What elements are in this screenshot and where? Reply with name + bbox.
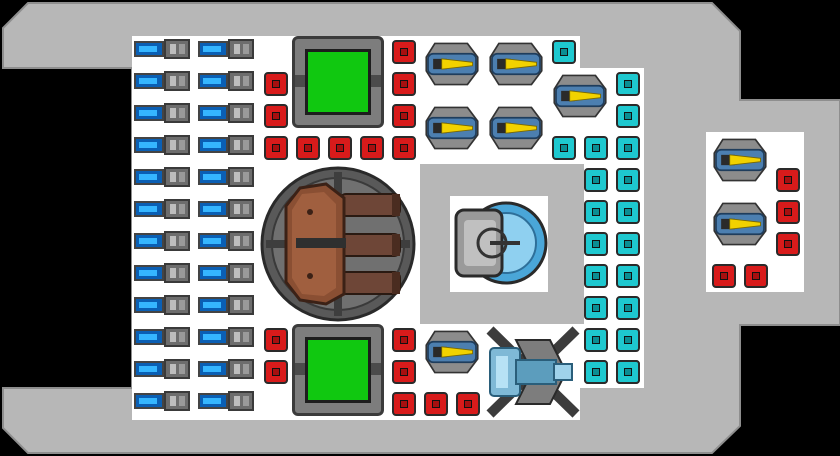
battery-icon[interactable] [196, 100, 256, 126]
armor-block-red[interactable] [453, 389, 483, 419]
armor-block-red[interactable] [389, 389, 419, 419]
cannon-turret-icon[interactable] [260, 164, 420, 324]
armor-block-red[interactable] [357, 133, 387, 163]
armor-block-cyan[interactable] [581, 133, 611, 163]
armor-block-cyan[interactable] [581, 293, 611, 323]
battery-icon[interactable] [132, 36, 192, 62]
armor-block-red[interactable] [389, 133, 419, 163]
battery-icon[interactable] [196, 388, 256, 414]
generator-screen [305, 49, 371, 115]
armor-block-red[interactable] [325, 133, 355, 163]
command-core-icon[interactable] [452, 196, 548, 290]
battery-icon[interactable] [196, 68, 256, 94]
armor-block-red[interactable] [389, 69, 419, 99]
armor-block-red[interactable] [293, 133, 323, 163]
armor-block-cyan[interactable] [613, 133, 643, 163]
armor-block-red[interactable] [773, 229, 803, 259]
armor-block-cyan[interactable] [613, 229, 643, 259]
armor-block-red[interactable] [389, 357, 419, 387]
armor-block-cyan[interactable] [613, 197, 643, 227]
thruster-icon[interactable] [708, 200, 772, 248]
battery-icon[interactable] [196, 292, 256, 318]
battery-icon[interactable] [196, 356, 256, 382]
battery-icon[interactable] [196, 228, 256, 254]
generator-latch-right [371, 363, 381, 375]
armor-block-red[interactable] [389, 325, 419, 355]
battery-icon[interactable] [132, 132, 192, 158]
battery-icon[interactable] [132, 68, 192, 94]
armor-block-cyan[interactable] [581, 197, 611, 227]
battery-icon[interactable] [196, 324, 256, 350]
armor-block-red[interactable] [741, 261, 771, 291]
battery-icon[interactable] [132, 292, 192, 318]
armor-block-cyan[interactable] [549, 37, 579, 67]
armor-block-cyan[interactable] [581, 229, 611, 259]
thruster-icon[interactable] [708, 136, 772, 184]
armor-block-red[interactable] [261, 133, 291, 163]
generator-bottom[interactable] [292, 324, 384, 416]
armor-block-red[interactable] [261, 357, 291, 387]
armor-block-cyan[interactable] [581, 357, 611, 387]
battery-icon[interactable] [132, 356, 192, 382]
armor-block-red[interactable] [261, 101, 291, 131]
generator-top[interactable] [292, 36, 384, 128]
armor-block-cyan[interactable] [613, 261, 643, 291]
armor-block-red[interactable] [773, 197, 803, 227]
battery-icon[interactable] [196, 164, 256, 190]
armor-block-cyan[interactable] [613, 325, 643, 355]
generator-latch-right [371, 75, 381, 87]
armor-block-cyan[interactable] [613, 357, 643, 387]
battery-icon[interactable] [132, 324, 192, 350]
armor-block-red[interactable] [261, 69, 291, 99]
generator-latch-left [295, 75, 305, 87]
armor-block-cyan[interactable] [581, 165, 611, 195]
thruster-icon[interactable] [484, 40, 548, 88]
generator-screen [305, 337, 371, 403]
armor-block-red[interactable] [773, 165, 803, 195]
battery-icon[interactable] [132, 260, 192, 286]
battery-icon[interactable] [132, 228, 192, 254]
battery-icon[interactable] [196, 260, 256, 286]
armor-block-cyan[interactable] [581, 261, 611, 291]
armor-block-cyan[interactable] [549, 133, 579, 163]
battery-icon[interactable] [132, 100, 192, 126]
armor-block-red[interactable] [389, 37, 419, 67]
armor-block-cyan[interactable] [581, 325, 611, 355]
armor-block-red[interactable] [261, 325, 291, 355]
thruster-icon[interactable] [420, 40, 484, 88]
armor-block-cyan[interactable] [613, 101, 643, 131]
armor-block-cyan[interactable] [613, 165, 643, 195]
battery-icon[interactable] [196, 196, 256, 222]
thruster-icon[interactable] [420, 328, 484, 376]
battery-icon[interactable] [196, 36, 256, 62]
thruster-icon[interactable] [420, 104, 484, 152]
battery-icon[interactable] [132, 196, 192, 222]
battery-icon[interactable] [196, 132, 256, 158]
armor-block-cyan[interactable] [613, 293, 643, 323]
generator-latch-left [295, 363, 305, 375]
armor-block-red[interactable] [709, 261, 739, 291]
thruster-icon[interactable] [484, 104, 548, 152]
armor-block-red[interactable] [421, 389, 451, 419]
drill-icon[interactable] [486, 326, 580, 418]
battery-icon[interactable] [132, 388, 192, 414]
thruster-icon[interactable] [548, 72, 612, 120]
battery-icon[interactable] [132, 164, 192, 190]
armor-block-cyan[interactable] [613, 69, 643, 99]
armor-block-red[interactable] [389, 101, 419, 131]
